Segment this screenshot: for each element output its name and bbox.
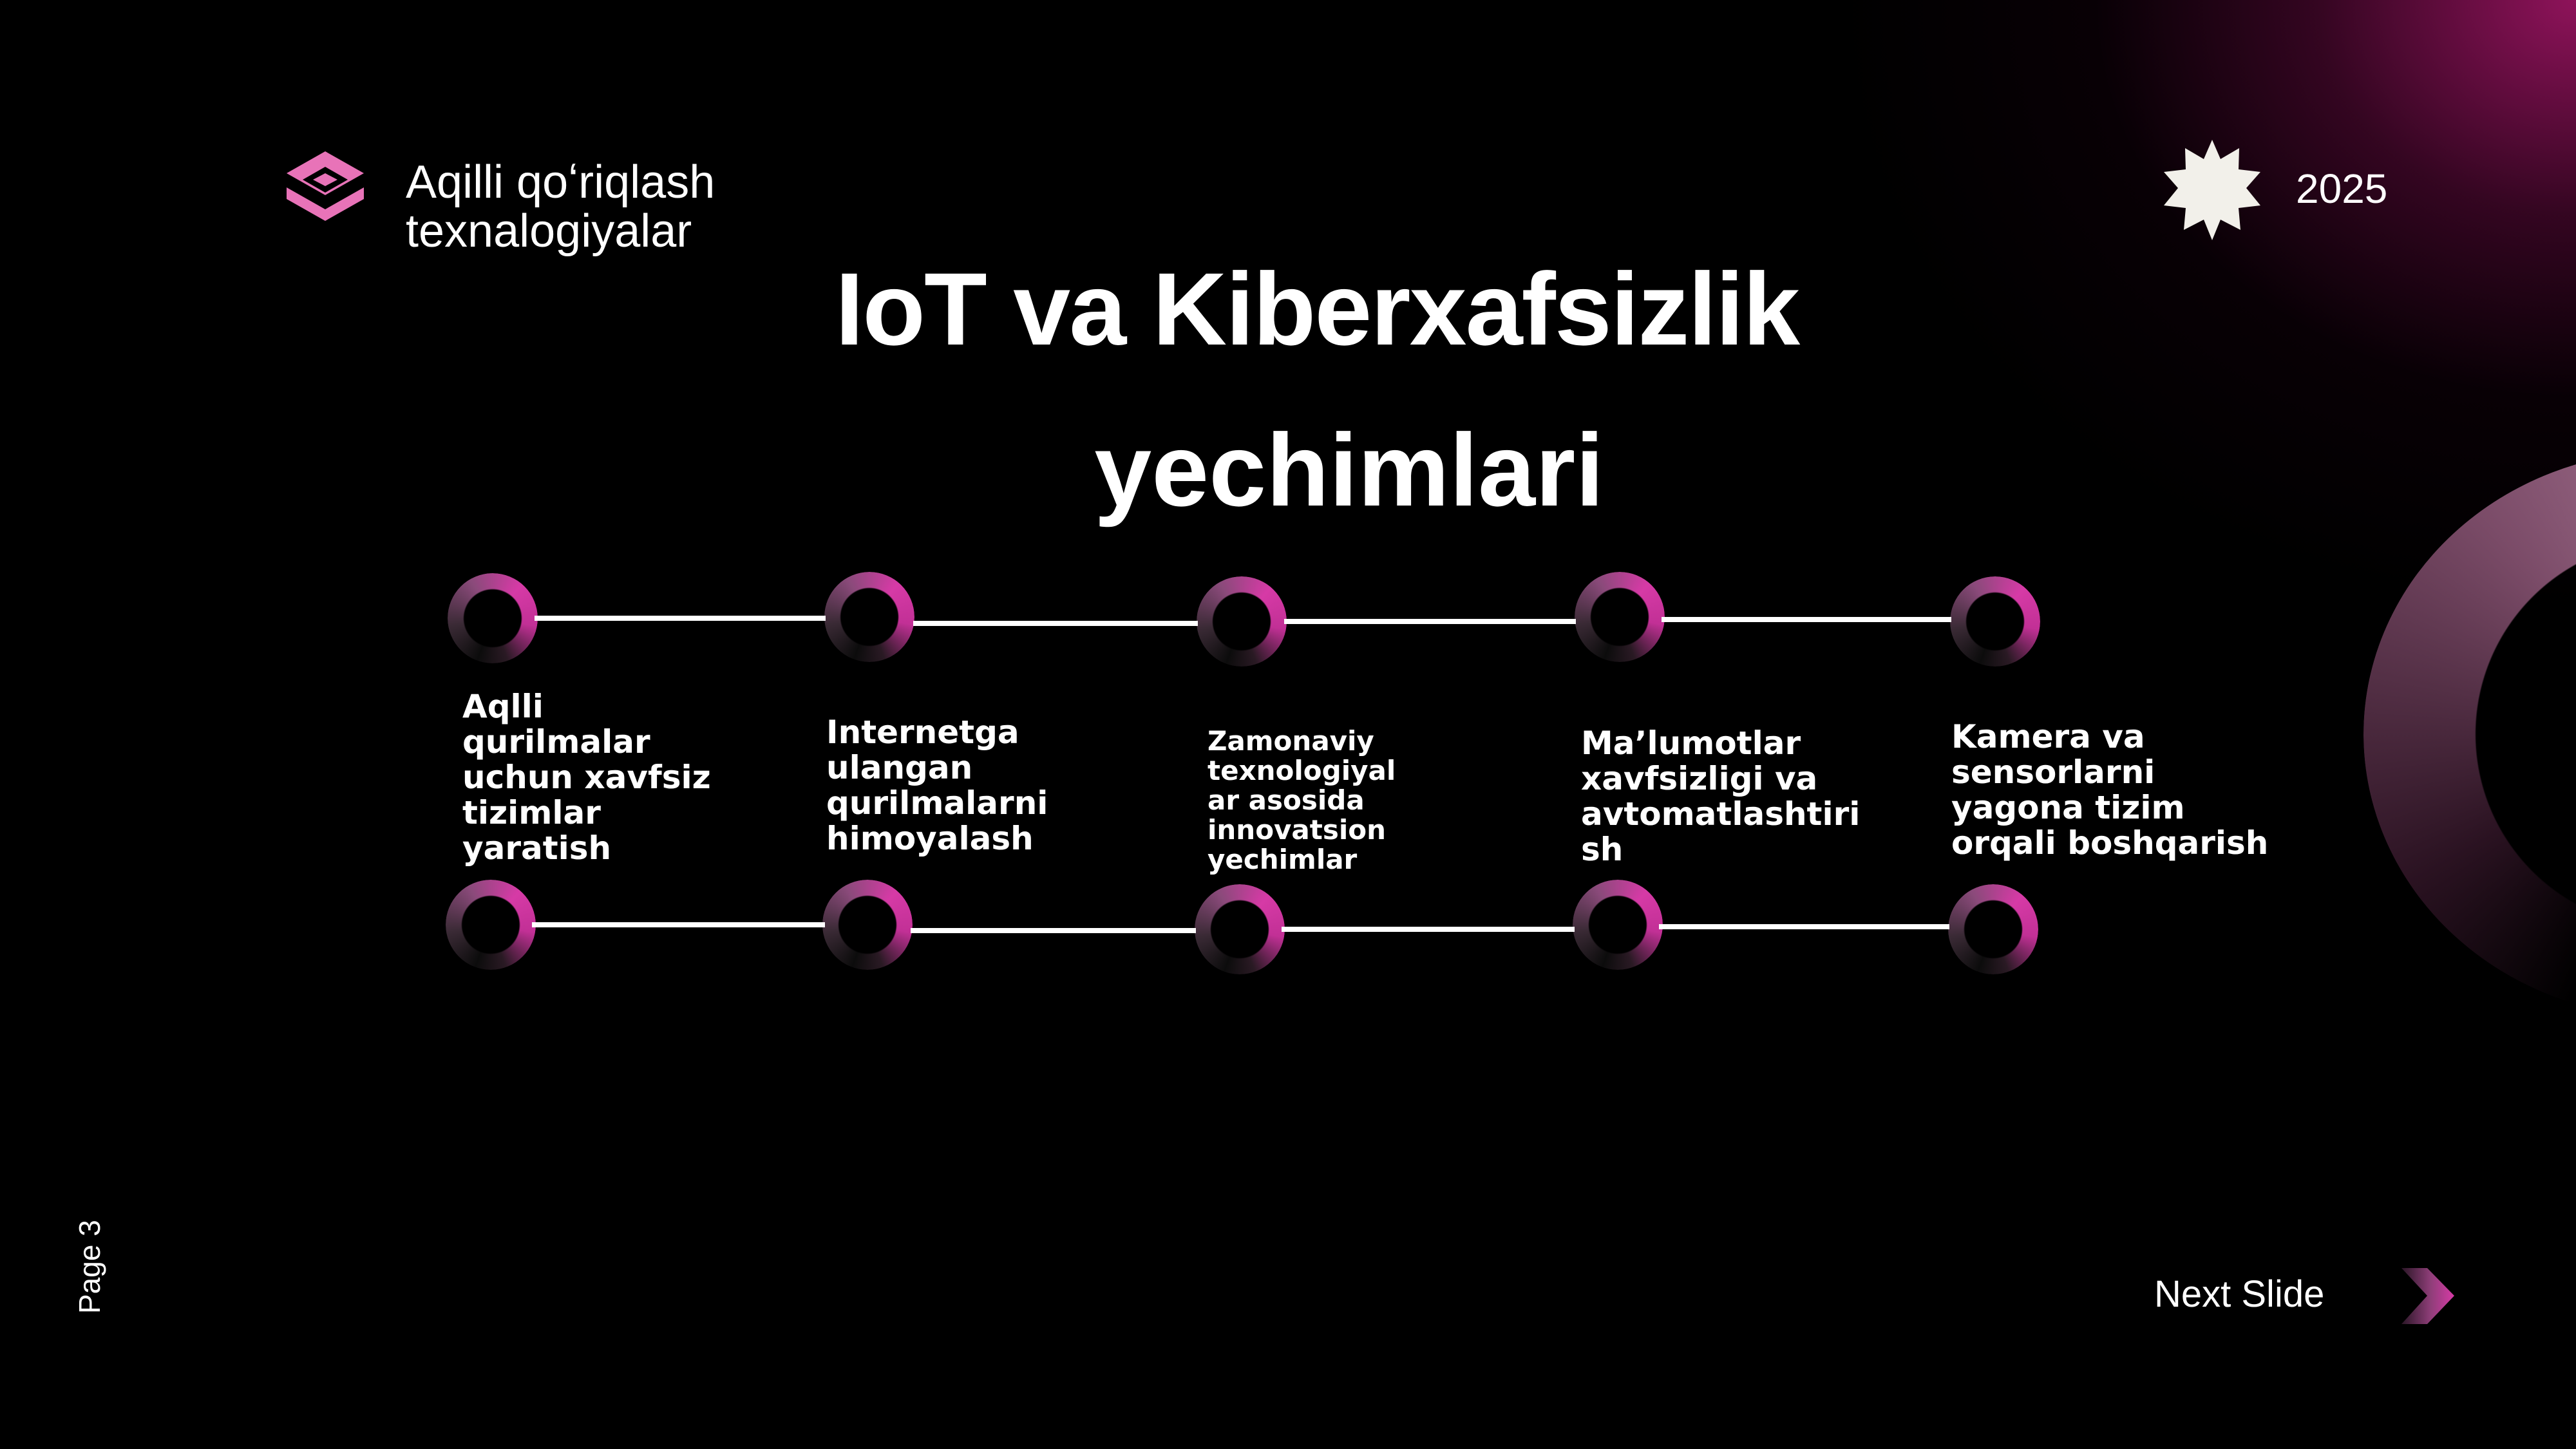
brand-name: Aqilli qoʻriqlash texnalogiyalar [406,156,715,257]
chevron-right-icon[interactable] [2399,1265,2457,1327]
timeline-connector [1662,617,1951,622]
timeline-connector [913,621,1198,626]
next-slide-button[interactable]: Next Slide [2154,1273,2325,1315]
timeline-connector [1282,927,1575,932]
timeline-node-bottom [822,880,913,970]
timeline-connector [535,616,826,621]
starburst-icon [2164,140,2260,240]
timeline-node-bottom [446,880,536,970]
timeline-node-bottom [1195,884,1285,974]
timeline-node-top [824,572,914,662]
stacked-diamond-logo-icon [287,151,364,221]
timeline-connector [532,922,825,927]
timeline-node-top [448,573,538,663]
year-label: 2025 [2296,166,2388,212]
timeline-step-label: Internetga ulangan qurilmalarni himoyala… [826,714,1048,857]
timeline-connector [1659,924,1949,929]
timeline-node-top [1950,576,2040,667]
timeline-node-top [1575,572,1665,662]
timeline-step-label: Kamera va sensorlarni yagona tizim orqal… [1951,718,2269,862]
timeline-step-label: Aqlli qurilmalar uchun xavfsiz tizimlar … [462,688,711,867]
page-number: Page 3 [73,1220,106,1314]
timeline-step-label: Zamonaviy texnologiyal ar asosida innova… [1208,725,1396,875]
page-title-line-2: yechimlari [1094,412,1604,527]
timeline-connector [911,928,1196,933]
page-title: IoT va Kiberxafsizlik [835,251,1800,366]
timeline-node-top [1197,576,1287,667]
timeline-connector [1284,619,1576,624]
timeline-node-bottom [1948,884,2038,974]
decorative-ring [2363,451,2576,1018]
timeline-step-label: Ma’lumotlar xavfsizligi va avtomatlashti… [1581,724,1861,868]
timeline-node-bottom [1573,880,1663,970]
